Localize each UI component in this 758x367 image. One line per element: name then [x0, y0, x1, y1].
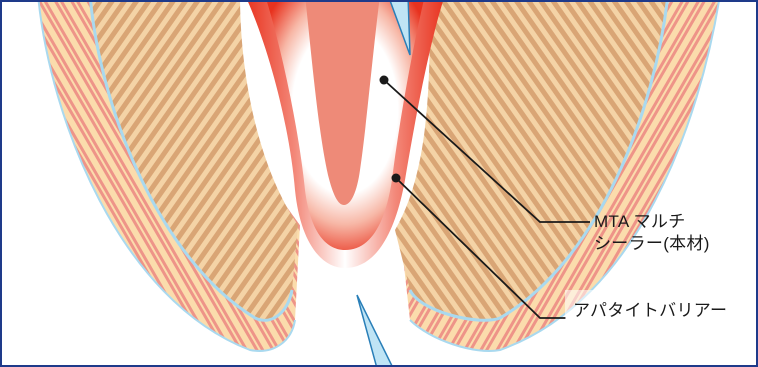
file-tip-bottom — [357, 295, 395, 367]
label-apatite-barrier: アパタイトバリアー — [573, 300, 727, 321]
label-mta-line2: シーラー(本材) — [594, 233, 710, 254]
label-mta-line1: MTA マルチ — [594, 211, 686, 232]
